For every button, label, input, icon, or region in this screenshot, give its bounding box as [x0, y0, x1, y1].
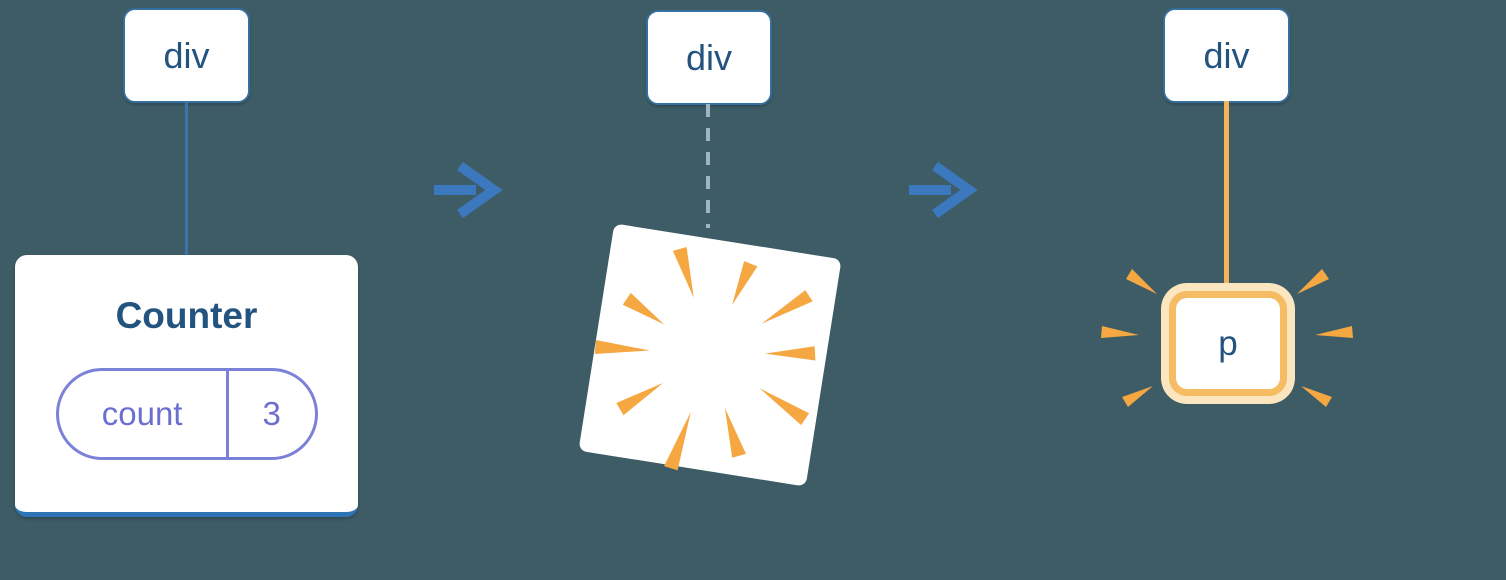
dom-node-p-new: p — [1169, 291, 1287, 396]
poof-explosion-icon — [579, 224, 841, 486]
sparkle-rays-icon — [1101, 269, 1353, 407]
dom-node-div-after: div — [1163, 8, 1290, 103]
dom-node-div-during: div — [646, 10, 772, 105]
connector-line-solid — [185, 101, 188, 257]
connector-line-dashed — [706, 104, 710, 228]
dom-node-div-before: div — [123, 8, 250, 103]
connector-line-highlight — [1224, 101, 1229, 283]
right-arrow-icon — [909, 161, 978, 219]
state-value-label: 3 — [225, 371, 315, 457]
right-arrow-icon — [434, 161, 503, 219]
state-pill: count 3 — [55, 368, 318, 460]
state-key-label: count — [101, 395, 183, 432]
component-title: Counter — [115, 295, 258, 336]
counter-component-card: Counter count 3 — [15, 255, 358, 517]
